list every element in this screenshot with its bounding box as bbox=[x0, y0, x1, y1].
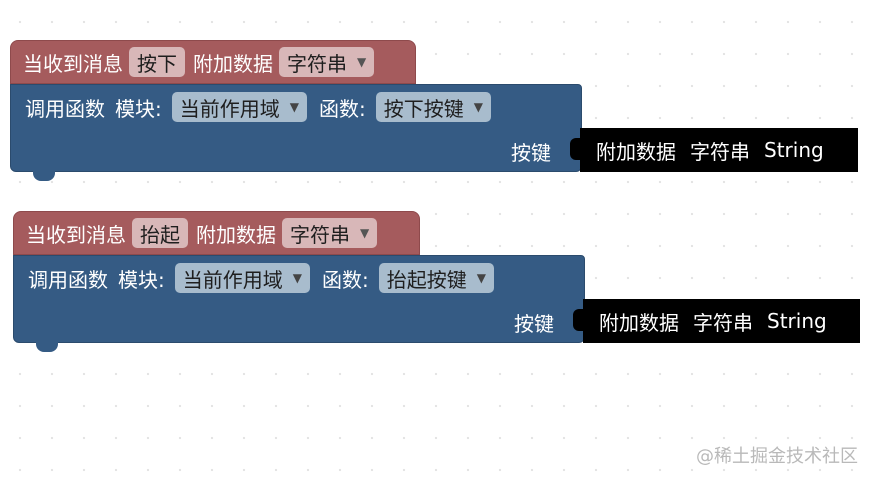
data-type-dropdown[interactable]: 字符串 ▼ bbox=[279, 47, 375, 77]
output-connector bbox=[573, 309, 587, 331]
data-type-text: 字符串 bbox=[287, 51, 347, 76]
function-value: 按下按键 bbox=[383, 96, 464, 121]
message-name-field[interactable]: 抬起 bbox=[132, 218, 188, 248]
message-event-block[interactable]: 当收到消息 按下 附加数据 字符串 ▼ bbox=[10, 40, 416, 84]
dropdown-arrow-icon: ▼ bbox=[476, 271, 486, 285]
value-kind: String bbox=[764, 138, 824, 162]
function-dropdown[interactable]: 按下按键 ▼ bbox=[375, 92, 491, 122]
module-value: 当前作用域 bbox=[182, 267, 283, 292]
dropdown-arrow-icon: ▼ bbox=[289, 100, 299, 114]
extra-data-value-block[interactable]: 附加数据 字符串 String bbox=[570, 128, 858, 172]
watermark: @稀土掘金技术社区 bbox=[696, 446, 858, 467]
data-type-dropdown[interactable]: 字符串 ▼ bbox=[282, 218, 378, 248]
event-label: 当收到消息 bbox=[23, 51, 123, 76]
message-name-text: 抬起 bbox=[140, 222, 180, 247]
value-kind: String bbox=[767, 309, 827, 333]
dropdown-arrow-icon: ▼ bbox=[473, 100, 483, 114]
extra-data-value-block[interactable]: 附加数据 字符串 String bbox=[573, 299, 860, 343]
next-connector bbox=[33, 171, 55, 181]
function-label: 函数: bbox=[318, 96, 366, 121]
module-dropdown[interactable]: 当前作用域 ▼ bbox=[174, 263, 310, 293]
module-value: 当前作用域 bbox=[179, 96, 280, 121]
output-connector bbox=[570, 138, 584, 160]
param-key-label: 按键 bbox=[514, 312, 554, 336]
block-group-key-up: 当收到消息 抬起 附加数据 字符串 ▼ 调用函数 模块: 当前作用域 ▼ 函数: 抬… bbox=[0, 211, 874, 361]
message-event-block[interactable]: 当收到消息 抬起 附加数据 字符串 ▼ bbox=[13, 211, 420, 255]
call-function-label: 调用函数 bbox=[28, 267, 108, 292]
call-function-block[interactable]: 调用函数 模块: 当前作用域 ▼ 函数: 抬起按键 ▼ 按键 bbox=[13, 255, 585, 352]
dropdown-arrow-icon: ▼ bbox=[360, 226, 370, 240]
value-label: 附加数据 bbox=[596, 139, 676, 164]
function-value: 抬起按键 bbox=[386, 267, 467, 292]
call-function-block[interactable]: 调用函数 模块: 当前作用域 ▼ 函数: 按下按键 ▼ 按键 bbox=[10, 84, 582, 181]
dropdown-arrow-icon: ▼ bbox=[357, 55, 367, 69]
message-name-field[interactable]: 按下 bbox=[129, 47, 185, 77]
module-label: 模块: bbox=[115, 96, 162, 121]
function-label: 函数: bbox=[321, 267, 369, 292]
next-connector bbox=[36, 342, 58, 352]
event-label: 当收到消息 bbox=[26, 222, 126, 247]
value-type: 字符串 bbox=[693, 310, 753, 335]
message-name-text: 按下 bbox=[137, 51, 177, 76]
extra-data-label: 附加数据 bbox=[193, 51, 273, 76]
module-label: 模块: bbox=[118, 267, 165, 292]
value-type: 字符串 bbox=[690, 139, 750, 164]
call-function-label: 调用函数 bbox=[25, 96, 105, 121]
module-dropdown[interactable]: 当前作用域 ▼ bbox=[171, 92, 307, 122]
dropdown-arrow-icon: ▼ bbox=[292, 271, 302, 285]
value-label: 附加数据 bbox=[599, 310, 679, 335]
block-group-key-down: 当收到消息 按下 附加数据 字符串 ▼ 调用函数 模块: 当前作用域 ▼ 函数: 按… bbox=[0, 40, 874, 190]
data-type-text: 字符串 bbox=[290, 222, 350, 247]
param-key-label: 按键 bbox=[511, 141, 551, 165]
function-dropdown[interactable]: 抬起按键 ▼ bbox=[378, 263, 494, 293]
extra-data-label: 附加数据 bbox=[196, 222, 276, 247]
